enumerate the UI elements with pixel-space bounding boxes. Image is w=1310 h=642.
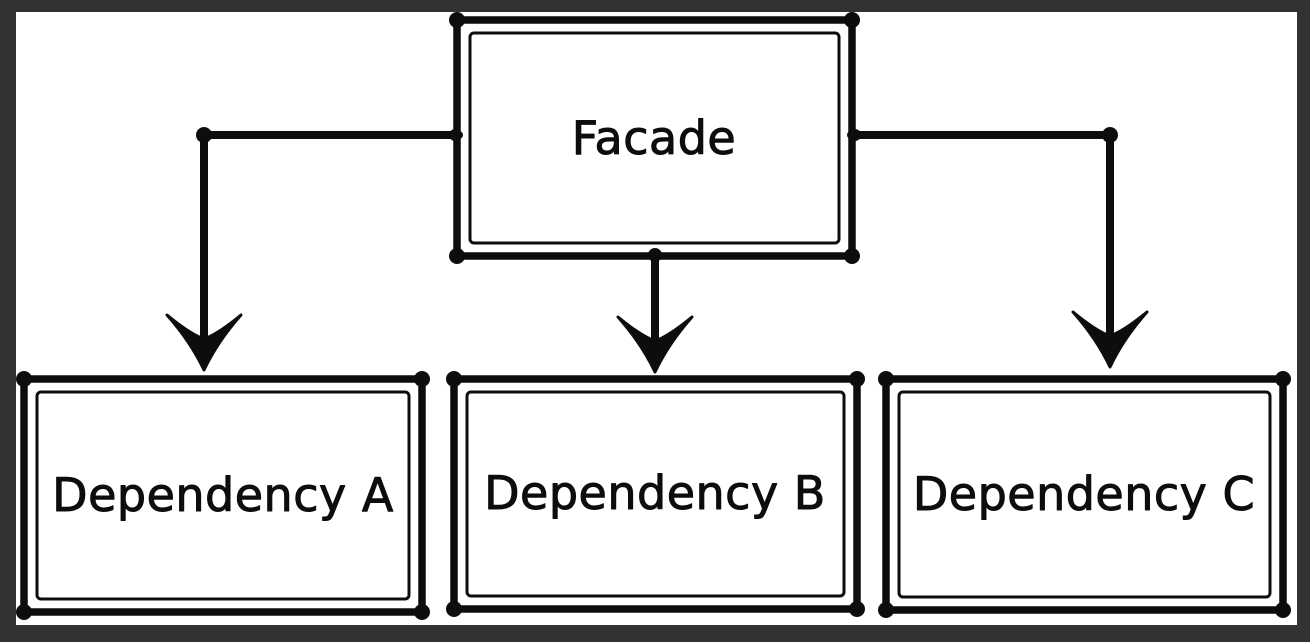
corner-dot xyxy=(1275,602,1291,618)
dependency-a-node: Dependency A xyxy=(16,371,430,620)
node-outer-border xyxy=(20,375,426,616)
elbow-dot xyxy=(196,127,212,143)
node-outer-border xyxy=(882,375,1287,614)
corner-dot xyxy=(844,12,860,28)
corner-dot xyxy=(446,371,462,387)
corner-dot xyxy=(16,371,32,387)
dependency-c-node: Dependency C xyxy=(878,371,1291,618)
corner-dot xyxy=(449,248,465,264)
node-inner-border xyxy=(465,390,846,598)
corner-dot xyxy=(414,604,430,620)
corner-dot xyxy=(849,371,865,387)
corner-dot xyxy=(878,602,894,618)
corner-dot xyxy=(1275,371,1291,387)
corner-dot xyxy=(16,604,32,620)
facade-node: Facade xyxy=(449,12,860,264)
dependency-a-label: Dependency A xyxy=(52,468,394,522)
ink-fill-layer: Facade Dependency A xyxy=(16,12,1291,620)
dependency-c-label: Dependency C xyxy=(913,467,1255,521)
corner-dot xyxy=(849,601,865,617)
node-outer-border xyxy=(450,375,861,613)
node-inner-border xyxy=(897,390,1272,599)
corner-dot xyxy=(414,371,430,387)
ink-stroke-layer: Facade Dependency A xyxy=(16,12,1291,620)
node-inner-border xyxy=(35,390,411,601)
elbow-dot xyxy=(1102,127,1118,143)
corner-dot xyxy=(844,248,860,264)
dependency-b-label: Dependency B xyxy=(484,466,826,520)
edge-facade-to-dependency-c xyxy=(847,127,1149,369)
dependency-b-node: Dependency B xyxy=(446,371,865,617)
node-outer-border xyxy=(453,16,856,260)
corner-dot xyxy=(449,12,465,28)
corner-dot xyxy=(446,601,462,617)
node-inner-border xyxy=(468,31,841,245)
facade-label: Facade xyxy=(572,111,736,165)
corner-dot xyxy=(878,371,894,387)
